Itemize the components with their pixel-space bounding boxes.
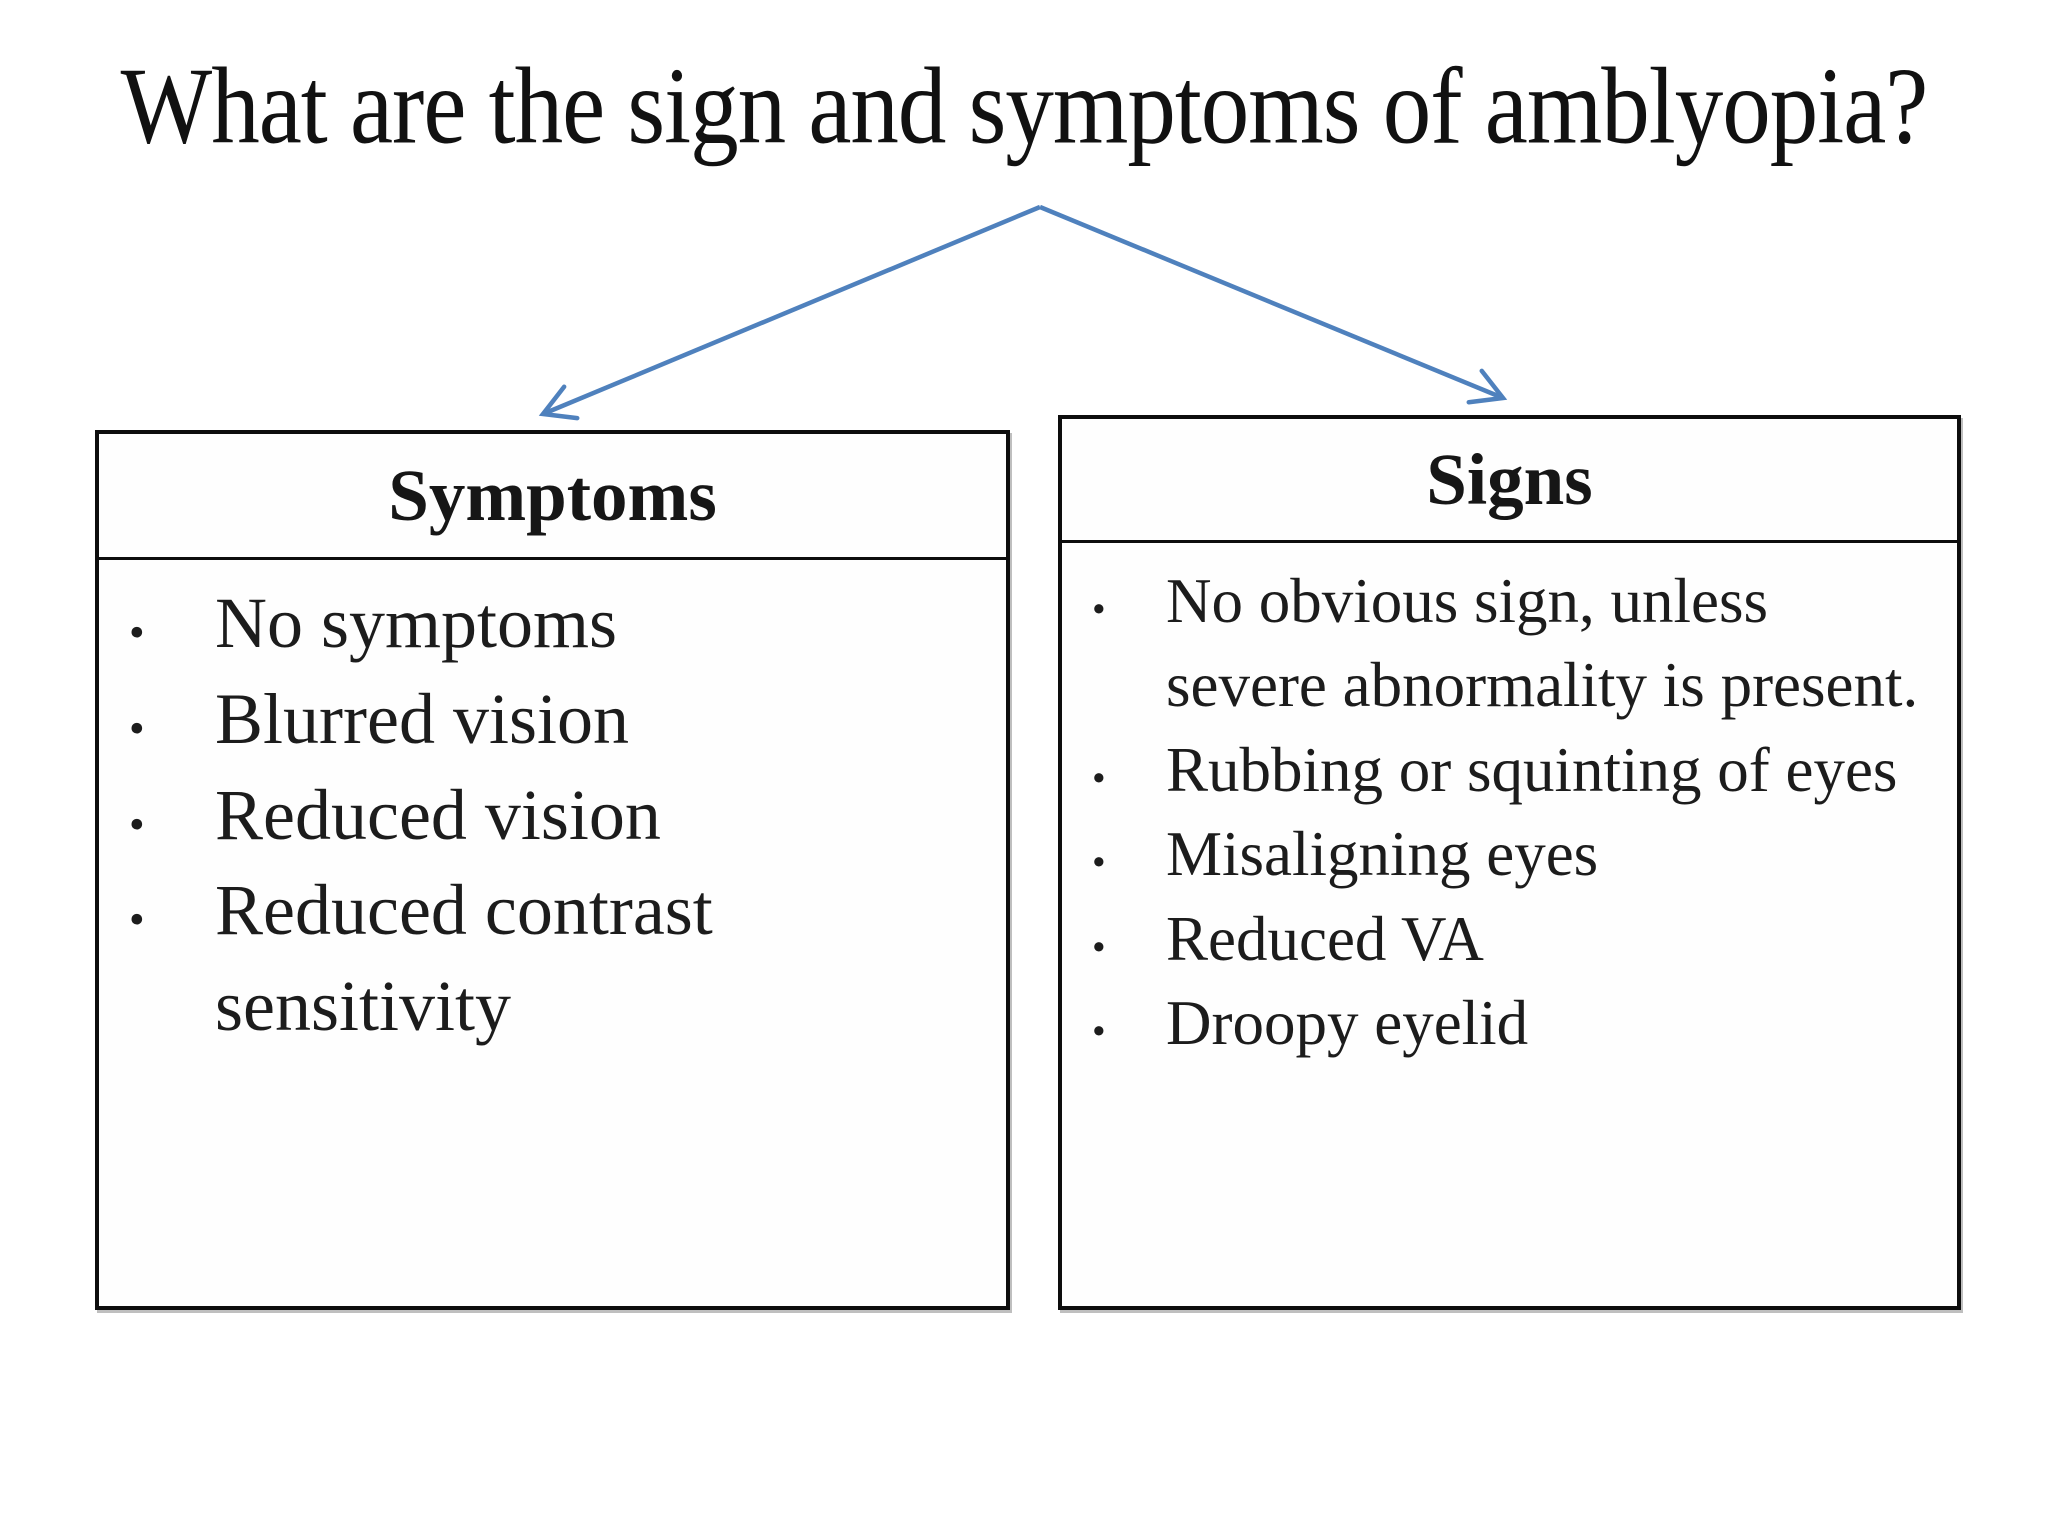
arrow-to-signs <box>1039 204 1508 405</box>
list-item: • No symptoms <box>129 576 980 672</box>
list-item-text: Reduced VA <box>1166 903 1484 974</box>
list-item: • No obvious sign, unless severe abnormal… <box>1092 559 1931 728</box>
signs-list: • No obvious sign, unless severe abnormal… <box>1062 543 1957 1065</box>
slide-title: What are the sign and symptoms of amblyo… <box>120 46 1929 167</box>
bullet-icon: • <box>1092 588 1106 631</box>
list-item: • Misaligning eyes <box>1092 812 1931 896</box>
symptoms-list: • No symptoms • Blurred vision • Reduced visi… <box>99 560 1006 1055</box>
bullet-icon: • <box>1092 756 1106 800</box>
bullet-icon: • <box>129 607 145 657</box>
symptoms-header: Symptoms <box>99 434 1006 560</box>
list-item-text: Reduced vision <box>215 774 661 855</box>
bullet-icon: • <box>129 798 145 849</box>
list-item-text: Rubbing or squinting of eyes <box>1166 734 1898 805</box>
list-item: • Rubbing or squinting of eyes <box>1092 728 1931 812</box>
list-item-text: No symptoms <box>215 583 618 663</box>
arrow-to-symptoms <box>538 204 1041 421</box>
list-item: • Reduced contrast sensitivity <box>129 863 980 1055</box>
bullet-icon: • <box>129 702 145 753</box>
list-item-text: Droopy eyelid <box>1166 988 1529 1059</box>
bullet-icon: • <box>1092 925 1106 969</box>
list-item: • Blurred vision <box>129 672 980 768</box>
signs-box: Signs • No obvious sign, unless severe ab… <box>1058 415 1961 1310</box>
bullet-icon: • <box>129 894 145 945</box>
bullet-icon: • <box>1092 841 1106 885</box>
list-item: • Reduced VA <box>1092 897 1931 981</box>
list-item: • Droopy eyelid <box>1092 981 1931 1065</box>
list-item-text: Blurred vision <box>215 678 629 759</box>
bullet-icon: • <box>1092 1010 1106 1054</box>
list-item-text: Misaligning eyes <box>1166 819 1599 890</box>
signs-header: Signs <box>1062 419 1957 543</box>
list-item: • Reduced vision <box>129 768 980 864</box>
list-item-text: No obvious sign, unless severe abnormali… <box>1166 566 1919 721</box>
symptoms-box: Symptoms • No symptoms • Blurred vision • Red… <box>95 430 1010 1310</box>
list-item-text: Reduced contrast sensitivity <box>215 870 713 1046</box>
